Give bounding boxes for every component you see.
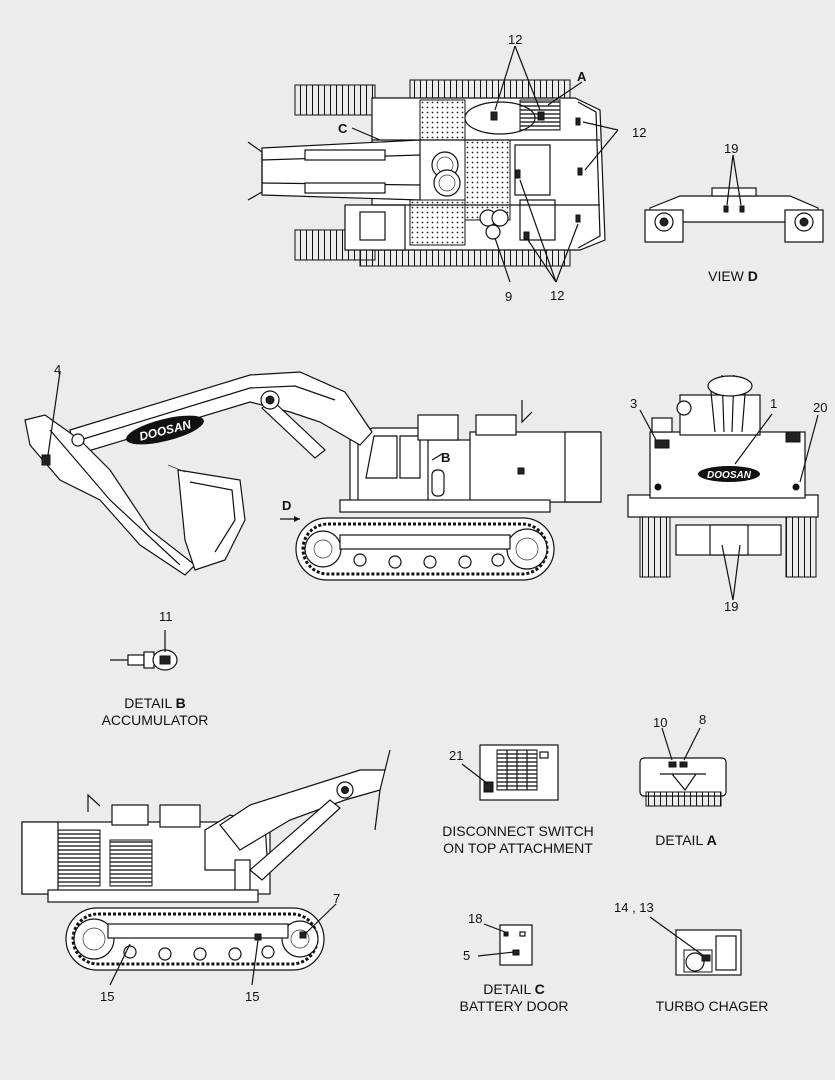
callout-a: A [577,69,587,84]
callout-c: C [338,121,348,136]
callout-8: 8 [699,712,707,727]
caption-detail-a-letter: A [706,832,717,848]
caption-detail-c-prefix: DETAIL [483,981,531,997]
rear-view: DOOSAN [627,374,819,601]
caption-view-d-letter: D [747,268,758,284]
callout-18: 18 [468,911,483,926]
callout-14-13: 14 , 13 [614,900,654,915]
caption-detail-b-letter: B [175,695,186,711]
caption-detail-c-letter: C [534,981,545,997]
callout-9: 9 [505,289,513,304]
callout-15-left: 15 [100,989,115,1004]
caption-detail-b-prefix: DETAIL [124,695,172,711]
callout-12-top: 12 [508,32,523,47]
caption-detail-b: DETAIL B ACCUMULATOR [102,695,209,729]
callout-5: 5 [463,948,471,963]
detail-c-battery-door [477,923,533,966]
doosan-logo-rear [698,466,760,482]
caption-detail-a-prefix: DETAIL [655,832,703,848]
callout-1: 1 [770,396,778,411]
caption-view-d-prefix: VIEW [708,268,744,284]
side-view-right [21,749,391,986]
caption-detail-c-sub: BATTERY DOOR [459,998,569,1014]
top-view [247,45,619,283]
callout-19-rear: 19 [724,599,739,614]
detail-a [639,727,727,807]
caption-disconnect-switch: DISCONNECT SWITCH ON TOP ATTACHMENT [442,823,593,857]
callout-10: 10 [653,715,668,730]
callout-4: 4 [54,362,62,377]
caption-detail-a: DETAIL A [655,832,716,849]
view-d [644,154,824,243]
callout-7: 7 [333,891,341,906]
callout-b: B [441,450,451,465]
callout-21: 21 [449,748,464,763]
caption-disconnect-line2: ON TOP ATTACHMENT [443,840,593,856]
caption-detail-c: DETAIL C BATTERY DOOR [460,981,569,1015]
callout-12-bottom: 12 [550,288,565,303]
caption-disconnect-line1: DISCONNECT SWITCH [442,823,594,839]
caption-view-d: VIEW D [708,268,758,285]
callout-19-view-d: 19 [724,141,739,156]
callout-20: 20 [813,400,828,415]
turbo-charger-detail [649,916,742,976]
doosan-logo-rear-text: DOOSAN [707,470,752,481]
callout-d: D [282,498,292,513]
disconnect-switch-detail [461,744,559,801]
callout-11: 11 [159,609,173,624]
detail-b-accumulator [110,630,178,671]
callout-15-right: 15 [245,989,260,1004]
callout-12-right: 12 [632,125,647,140]
caption-turbo-charger: TURBO CHAGER [655,998,769,1014]
caption-detail-b-sub: ACCUMULATOR [101,712,209,728]
callout-3: 3 [630,396,638,411]
side-view: DOOSAN [24,371,602,581]
